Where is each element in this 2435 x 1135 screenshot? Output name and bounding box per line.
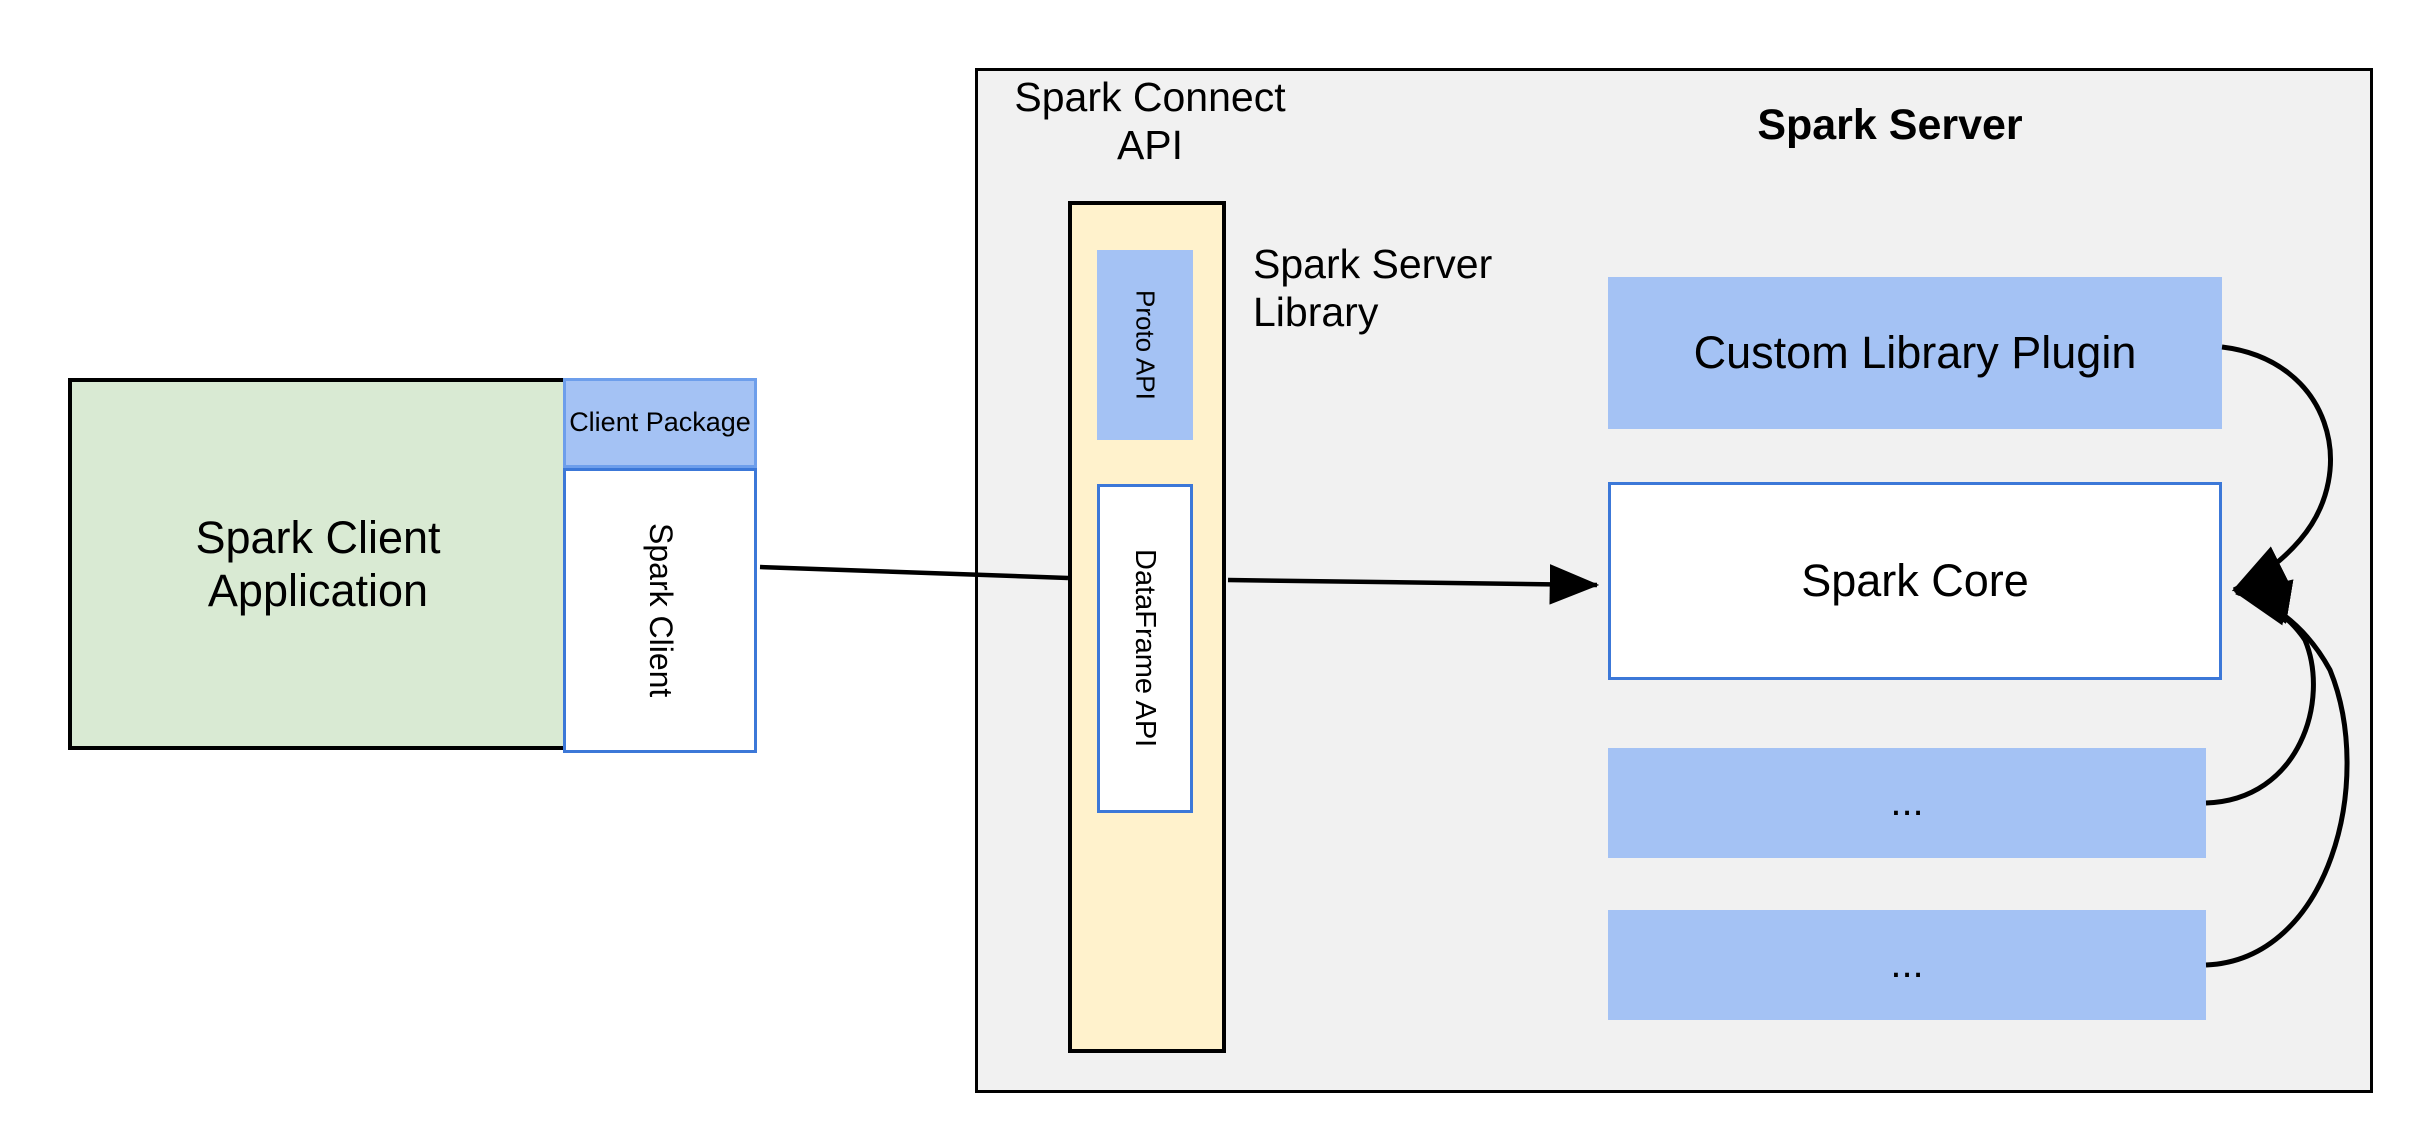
server-component-placeholder-1-label: ... [1890, 780, 1924, 825]
spark-server-library-label: Spark Server Library [1253, 240, 1553, 350]
spark-client-application-label: Spark Client Application [195, 511, 440, 617]
custom-library-plugin-box[interactable]: Custom Library Plugin [1608, 277, 2222, 429]
server-library-label-line1: Spark Server [1253, 241, 1493, 287]
server-component-placeholder-2-label: ... [1890, 942, 1924, 987]
dataframe-api-box[interactable]: DataFrame API [1097, 484, 1193, 813]
connect-api-label-line2: API [1116, 122, 1184, 169]
proto-api-box[interactable]: Proto API [1097, 250, 1193, 440]
client-package-label-line2: Package [645, 407, 751, 438]
spark-core-label: Spark Core [1801, 555, 2029, 607]
client-package-label: Client Package [569, 407, 751, 439]
server-library-label-line2: Library [1253, 289, 1379, 336]
client-app-label-line1: Spark Client [195, 511, 441, 563]
spark-server-title: Spark Server [1660, 95, 2120, 155]
connect-api-label-line1: Spark Connect [1014, 74, 1286, 120]
spark-server-title-text: Spark Server [1757, 100, 2023, 149]
spark-client-application-box[interactable]: Spark Client Application [68, 378, 568, 750]
proto-api-label: Proto API [1130, 290, 1161, 400]
server-component-placeholder-2[interactable]: ... [1608, 910, 2206, 1020]
server-component-placeholder-1[interactable]: ... [1608, 748, 2206, 858]
client-package-box[interactable]: Client Package [563, 378, 757, 468]
client-app-label-line2: Application [207, 565, 429, 616]
spark-connect-api-label: Spark Connect API [995, 65, 1305, 175]
spark-client-box[interactable]: Spark Client [563, 468, 757, 753]
dataframe-api-label: DataFrame API [1129, 549, 1162, 748]
client-package-label-line1: Client [569, 407, 639, 438]
spark-core-box[interactable]: Spark Core [1608, 482, 2222, 680]
spark-client-label: Spark Client [642, 523, 679, 698]
custom-library-plugin-label: Custom Library Plugin [1693, 327, 2137, 379]
